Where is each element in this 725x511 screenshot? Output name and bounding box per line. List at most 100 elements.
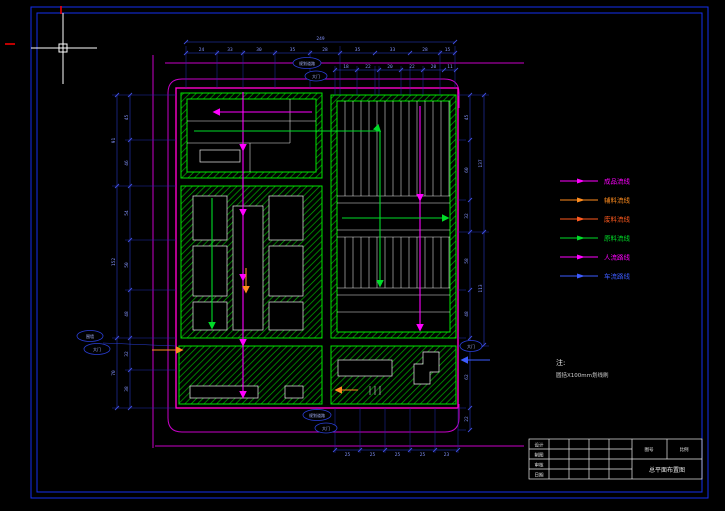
room [192, 195, 228, 241]
title-block: 设计 制图 审核 日期 图号 比例 总平面布置图 [528, 438, 703, 480]
svg-text:规划道路: 规划道路 [299, 60, 315, 66]
svg-text:50: 50 [124, 262, 130, 268]
axis-bubble: 大门 [304, 70, 328, 82]
svg-text:32: 32 [124, 351, 130, 357]
legend-arrow-icon [577, 216, 585, 222]
svg-text:大门: 大门 [93, 346, 101, 352]
tb-no-label: 图号 [645, 447, 654, 453]
dim-chain-bottom-1: 25 25 25 25 23 [332, 447, 461, 458]
legend-item: 车流路线 [560, 272, 631, 281]
svg-text:22: 22 [365, 64, 371, 70]
dim-chain-right-2: 137 113 [478, 92, 487, 348]
room [413, 351, 440, 385]
room [268, 195, 304, 241]
svg-text:20: 20 [431, 64, 437, 70]
legend-label: 成品流线 [604, 177, 631, 186]
svg-text:48: 48 [124, 311, 130, 317]
svg-text:25: 25 [370, 452, 376, 458]
note-line-2: 圆括X100mm划线刷 [556, 371, 609, 379]
flow-lines [152, 92, 490, 399]
svg-text:20: 20 [387, 64, 393, 70]
building-top-workshop [180, 92, 323, 179]
tb-row-label: 日期 [535, 473, 544, 479]
building-right-workshop [330, 94, 457, 339]
legend-arrow-icon [577, 273, 585, 279]
svg-text:45: 45 [124, 115, 130, 121]
svg-text:35: 35 [290, 47, 296, 53]
svg-text:22: 22 [409, 64, 415, 70]
svg-text:137: 137 [478, 159, 484, 167]
svg-text:33: 33 [227, 47, 233, 53]
viewport-mark [5, 6, 62, 45]
svg-text:30: 30 [256, 47, 262, 53]
svg-text:28: 28 [322, 47, 328, 53]
sheet-border [30, 6, 709, 499]
legend-label: 车流路线 [604, 272, 631, 281]
note-line-1: 注: [556, 358, 565, 367]
svg-text:23: 23 [444, 452, 450, 458]
svg-text:25: 25 [395, 452, 401, 458]
room [199, 149, 241, 163]
svg-text:60: 60 [464, 167, 470, 173]
svg-text:25: 25 [345, 452, 351, 458]
label-bubbles: 规划道路 大门 围墙 大门 规划道路 大门 大门 [76, 57, 483, 434]
axis-bubble: 规划道路 [292, 57, 322, 69]
tb-scale-label: 比例 [680, 446, 689, 453]
svg-text:62: 62 [464, 374, 470, 380]
svg-text:28: 28 [422, 47, 428, 53]
svg-text:33: 33 [390, 47, 396, 53]
legend-arrow-icon [577, 254, 585, 260]
svg-text:249: 249 [316, 36, 324, 42]
svg-text:18: 18 [343, 64, 349, 70]
legend-item: 人流路线 [560, 253, 631, 262]
legend-item: 成品流线 [560, 177, 631, 186]
crosshair-cursor [31, 13, 97, 84]
legend-label: 原料流线 [604, 234, 631, 243]
tb-row-label: 设计 [535, 442, 544, 449]
legend-arrow-icon [577, 197, 585, 203]
tb-row-label: 审核 [535, 462, 544, 469]
svg-text:25: 25 [420, 452, 426, 458]
axis-bubble: 大门 [314, 422, 338, 434]
tb-row-label: 制图 [535, 452, 544, 459]
svg-text:24: 24 [199, 47, 205, 53]
svg-text:35: 35 [355, 47, 361, 53]
svg-text:54: 54 [124, 210, 130, 216]
building-bottom-strip [178, 345, 323, 405]
svg-text:113: 113 [478, 284, 484, 292]
legend-item: 废料流线 [560, 215, 631, 224]
axis-bubble: 规划道路 [302, 409, 332, 421]
axis-bubble: 围墙 [76, 330, 104, 342]
svg-text:91: 91 [111, 138, 117, 144]
legend-item: 辅料流线 [560, 196, 631, 205]
svg-text:45: 45 [464, 115, 470, 121]
building-bottom-right [330, 345, 457, 405]
svg-text:大门: 大门 [312, 73, 320, 79]
site-roads [152, 55, 524, 448]
svg-text:11: 11 [447, 64, 453, 70]
legend-arrow-icon [577, 178, 585, 184]
room [284, 385, 304, 399]
room [268, 301, 304, 331]
svg-text:46: 46 [124, 160, 130, 166]
room [268, 245, 304, 297]
svg-text:大门: 大门 [322, 425, 330, 431]
room [192, 301, 228, 331]
dim-chain-top-overall: 249 [183, 36, 458, 45]
axis-bubble: 大门 [459, 340, 483, 352]
svg-text:48: 48 [464, 311, 470, 317]
drawing-note: 注: 圆括X100mm划线刷 [556, 358, 609, 379]
legend-label: 辅料流线 [604, 196, 631, 205]
svg-text:70: 70 [111, 370, 117, 376]
legend-label: 人流路线 [604, 253, 631, 262]
dim-chain-top-2: 18 22 20 22 20 11 [332, 64, 459, 73]
svg-text:22: 22 [464, 416, 470, 422]
legend-item: 原料流线 [560, 234, 631, 243]
room [337, 359, 393, 377]
room [189, 385, 259, 399]
legend-arrow-icon [577, 235, 585, 241]
